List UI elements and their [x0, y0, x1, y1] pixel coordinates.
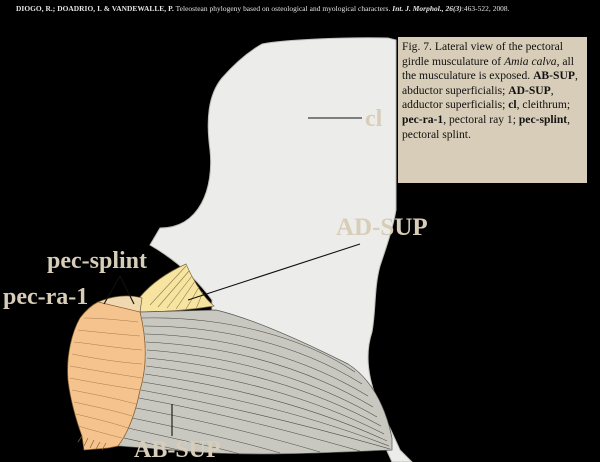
pectoral-ray-1-bone	[67, 301, 146, 451]
caption-abbr-ab-sup: AB-SUP	[533, 69, 575, 83]
leader-pec-splint-1	[103, 275, 121, 305]
caption-def-ad-sup: , adductor superficialis;	[402, 83, 554, 112]
label-cl: cl	[365, 106, 383, 132]
caption-species: Amia calva	[504, 54, 557, 68]
caption-abbr-pec-splint: pec-splint	[518, 112, 568, 126]
caption-abbr-cl: cl	[508, 98, 517, 112]
label-leader-lines	[103, 117, 362, 436]
caption-def-pec-ra-1: , pectoral ray 1;	[443, 112, 519, 126]
adductor-fibers	[149, 265, 204, 310]
caption-abbr-pec-ra-1: pec-ra-1	[402, 112, 444, 126]
caption-def-pec-splint: , pectoral splint.	[402, 112, 571, 141]
leader-ad-sup	[187, 243, 361, 301]
pectoral-ray-1-fringe	[77, 435, 107, 451]
caption-abbr-ad-sup: AD-SUP	[508, 83, 551, 97]
label-pec-splint: pec-splint	[47, 248, 147, 274]
citation-journal: Int. J. Morphol.,	[392, 4, 444, 13]
citation-authors: DIOGO, R.; DOADRIO, I. & VANDEWALLE, P.	[16, 4, 174, 13]
pectoral-ray-1-segments	[69, 317, 143, 439]
abductor-fibers	[123, 317, 391, 456]
caption-def-ab-sup: , abductor superficialis;	[402, 69, 578, 97]
caption-prefix: Fig. 7. Lateral view of the pectoral gir…	[402, 40, 563, 68]
citation-pages: :463-522, 2008.	[461, 4, 510, 13]
citation-title: Teleostean phylogeny based on osteologic…	[175, 4, 391, 13]
caption-sentence-end: , all the musculature is exposed.	[402, 54, 574, 83]
caption-def-cl: , cleithrum;	[516, 98, 571, 112]
citation-volume: 26(3)	[445, 4, 462, 13]
figure-caption: Fig. 7. Lateral view of the pectoral gir…	[398, 37, 587, 183]
citation-header: DIOGO, R.; DOADRIO, I. & VANDEWALLE, P. …	[16, 4, 590, 13]
label-pec-ra-1: pec-ra-1	[3, 284, 88, 310]
label-ad-sup: AD-SUP	[336, 214, 428, 241]
label-ab-sup: AB-SUP	[134, 437, 221, 462]
leader-pec-splint-2	[119, 275, 135, 305]
